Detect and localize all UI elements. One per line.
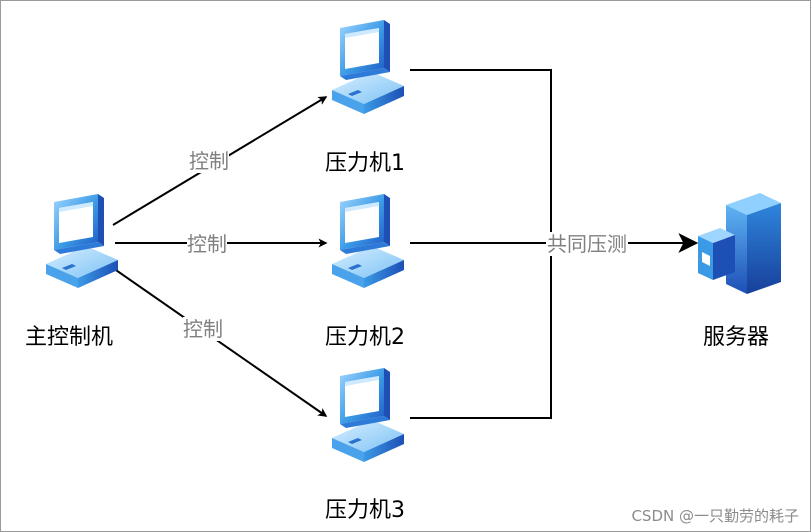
control-edge-2-label: 控制 [187,232,227,256]
pressure2-computer-icon [332,194,404,288]
watermark: CSDN @一只勤劳的耗子 [631,507,799,525]
server-node-label: 服务器 [703,325,770,350]
pressure3-computer-icon [332,368,404,462]
control-edge-3-label: 控制 [183,317,223,341]
merge-line-1 [410,69,552,243]
master-computer-icon [46,194,118,288]
pressure2-node-label: 压力机2 [325,325,405,350]
merge-line-3 [410,243,552,419]
master-node-label: 主控制机 [25,325,114,350]
control-edge-3 [112,267,328,417]
pressure1-node-label: 压力机1 [325,151,405,176]
server-tower-icon [698,193,781,294]
joint-test-label: 共同压测 [546,232,628,256]
pressure3-node-label: 压力机3 [325,498,405,523]
pressure1-computer-icon [332,20,404,114]
control-edge-1-label: 控制 [189,149,229,173]
